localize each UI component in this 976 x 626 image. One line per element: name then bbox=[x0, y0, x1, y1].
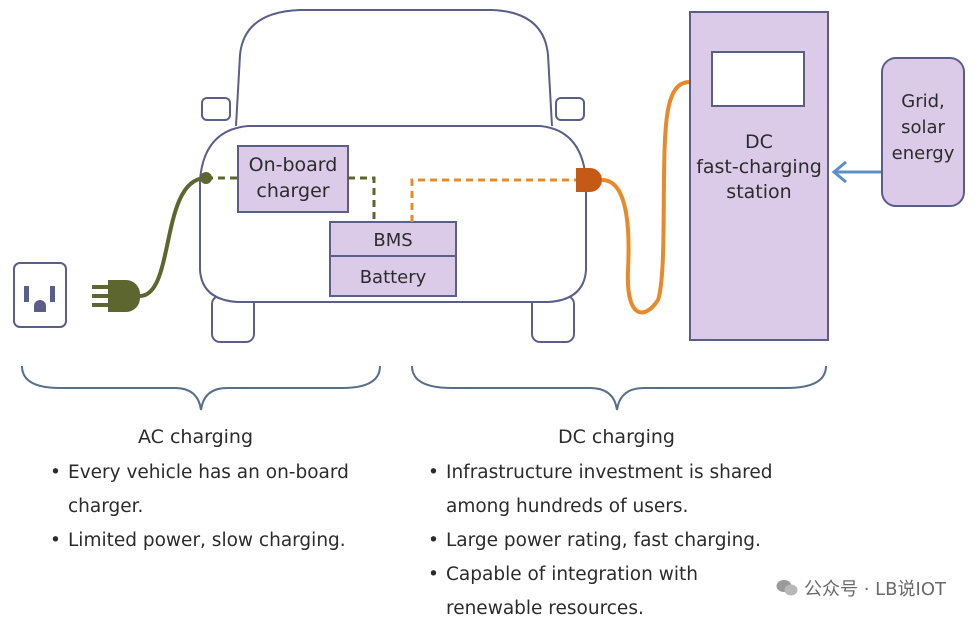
ac-plug-icon bbox=[92, 280, 140, 312]
onboard-charger-label-2: charger bbox=[256, 180, 329, 202]
dc-connector bbox=[576, 168, 602, 192]
ac-charging-title: AC charging bbox=[138, 426, 254, 448]
bms-label: BMS bbox=[373, 230, 412, 251]
grid-solar-box: Grid, solar energy bbox=[881, 57, 965, 207]
onboard-charger-label-1: On-board bbox=[249, 154, 338, 176]
watermark: 公众号 · LB说IOT bbox=[776, 575, 946, 601]
dc-bullet: Capable of integration with renewable re… bbox=[424, 558, 784, 626]
onboard-charger-box: On-board charger bbox=[237, 145, 349, 213]
grid-label-1: Grid, bbox=[901, 91, 945, 112]
battery-label: Battery bbox=[360, 267, 427, 288]
grid-label-2: solar bbox=[901, 117, 945, 138]
wall-outlet-icon bbox=[13, 262, 67, 328]
bms-battery-box: BMS Battery bbox=[329, 221, 457, 297]
dc-brace bbox=[411, 365, 827, 411]
ac-bullet: Every vehicle has an on-board charger. bbox=[46, 456, 366, 524]
ac-brace bbox=[21, 365, 381, 411]
dc-fast-charging-station: DC fast-charging station bbox=[689, 11, 829, 341]
ac-cable bbox=[139, 176, 206, 298]
dc-charging-title: DC charging bbox=[558, 426, 675, 448]
ac-bullet: Limited power, slow charging. bbox=[46, 524, 366, 558]
wechat-logo-icon bbox=[776, 580, 798, 596]
watermark-text: 公众号 · LB说IOT bbox=[803, 579, 946, 600]
station-label-1: DC bbox=[745, 131, 773, 153]
dc-bullet-list: Infrastructure investment is shared amon… bbox=[424, 456, 784, 626]
ac-bullet-list: Every vehicle has an on-board charger. L… bbox=[46, 456, 366, 558]
energy-arrow-icon bbox=[831, 160, 882, 184]
dc-cable bbox=[601, 80, 691, 315]
dc-bullet: Infrastructure investment is shared amon… bbox=[424, 456, 784, 524]
station-label-3: station bbox=[726, 181, 791, 203]
grid-label-3: energy bbox=[892, 143, 955, 164]
ac-inlet-connector bbox=[200, 172, 212, 184]
dc-internal-wire bbox=[410, 178, 578, 222]
station-screen bbox=[711, 51, 805, 107]
dc-bullet: Large power rating, fast charging. bbox=[424, 524, 784, 558]
station-label-2: fast-charging bbox=[696, 156, 822, 178]
